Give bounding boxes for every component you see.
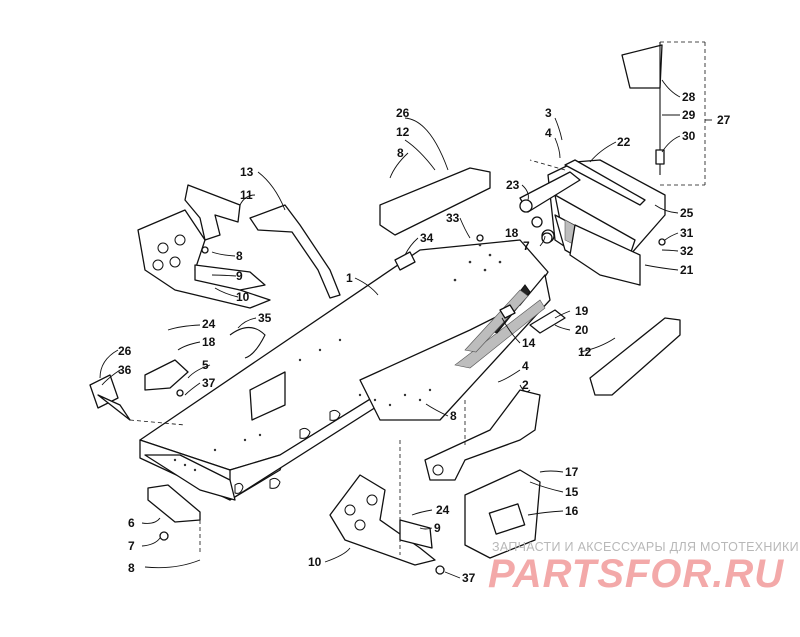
callout-26-left: 26 bbox=[118, 344, 132, 358]
callout-26-top: 26 bbox=[396, 106, 410, 120]
callout-10-left: 10 bbox=[236, 290, 250, 304]
assembly-guides bbox=[129, 41, 706, 555]
callout-21: 21 bbox=[680, 263, 694, 277]
callout-9-bottom: 9 bbox=[434, 521, 441, 535]
snow-flap bbox=[569, 224, 641, 286]
watermark-tagline: ЗАПЧАСТИ И АКСЕССУАРЫ ДЛЯ МОТОТЕХНИКИ bbox=[492, 540, 799, 554]
callout-6: 6 bbox=[128, 516, 135, 530]
callout-18-right: 18 bbox=[505, 226, 519, 240]
callout-11: 11 bbox=[240, 188, 253, 202]
clip-19 bbox=[529, 309, 566, 334]
callout-2: 2 bbox=[522, 378, 529, 392]
callout-19: 19 bbox=[575, 304, 589, 318]
callout-5: 5 bbox=[202, 358, 209, 372]
callout-9-left: 9 bbox=[236, 269, 243, 283]
callout-8-left: 8 bbox=[236, 249, 243, 263]
left-front-plate bbox=[137, 209, 271, 309]
callout-29: 29 bbox=[682, 108, 696, 122]
callout-20: 20 bbox=[575, 323, 589, 337]
bracket-6 bbox=[147, 484, 201, 523]
callout-27: 27 bbox=[717, 113, 731, 127]
callout-7-right: 7 bbox=[523, 239, 530, 253]
callout-16: 16 bbox=[565, 504, 579, 518]
callout-7-left: 7 bbox=[128, 539, 135, 553]
callout-33: 33 bbox=[446, 211, 460, 225]
callout-22: 22 bbox=[617, 135, 631, 149]
callout-28: 28 bbox=[682, 90, 696, 104]
callout-labels: 1 2 3 4 4 5 6 7 7 8 8 8 8 9 9 10 10 11 1… bbox=[118, 90, 731, 585]
slide-rail-upper bbox=[379, 167, 491, 236]
callout-35: 35 bbox=[258, 311, 272, 325]
flag-assembly bbox=[621, 42, 665, 175]
callout-18-left: 18 bbox=[202, 335, 216, 349]
callout-15: 15 bbox=[565, 485, 579, 499]
callout-37-left: 37 bbox=[202, 376, 216, 390]
callout-17: 17 bbox=[565, 465, 579, 479]
slide-rail-right bbox=[589, 317, 681, 396]
right-foot-plate bbox=[329, 474, 436, 566]
bracket-9 bbox=[194, 264, 266, 291]
callout-30: 30 bbox=[682, 129, 696, 143]
callout-24-bottom: 24 bbox=[436, 503, 450, 517]
callout-8-bottom: 8 bbox=[128, 561, 135, 575]
callout-13: 13 bbox=[240, 165, 254, 179]
taillight-36 bbox=[89, 374, 131, 421]
callout-4-upper: 4 bbox=[545, 126, 552, 140]
callout-8-top: 8 bbox=[397, 146, 404, 160]
callout-34: 34 bbox=[420, 231, 434, 245]
callout-3: 3 bbox=[545, 106, 552, 120]
tunnel-chassis bbox=[139, 239, 551, 501]
callout-25: 25 bbox=[680, 206, 694, 220]
callout-1: 1 bbox=[346, 271, 353, 285]
callout-37-bottom: 37 bbox=[462, 571, 476, 585]
side-plate-2 bbox=[424, 389, 541, 481]
callout-36: 36 bbox=[118, 363, 132, 377]
cable-35 bbox=[229, 326, 266, 359]
fasteners bbox=[159, 232, 666, 575]
bracket-5 bbox=[144, 359, 189, 391]
leader-lines bbox=[99, 79, 712, 579]
callout-31: 31 bbox=[680, 226, 694, 240]
bar-14 bbox=[499, 304, 516, 319]
callout-32: 32 bbox=[680, 244, 694, 258]
callout-23: 23 bbox=[506, 178, 520, 192]
callout-12-right: 12 bbox=[578, 345, 592, 359]
callout-4-lower: 4 bbox=[522, 359, 529, 373]
watermark-logo: PARTSFOR.RU bbox=[488, 552, 785, 596]
callout-12-top: 12 bbox=[396, 125, 410, 139]
callout-14: 14 bbox=[522, 336, 536, 350]
upper-bracket bbox=[184, 184, 341, 299]
callout-8-center: 8 bbox=[450, 409, 457, 423]
callout-10-bottom: 10 bbox=[308, 555, 322, 569]
callout-24-left: 24 bbox=[202, 317, 216, 331]
cover-15 bbox=[464, 469, 541, 559]
